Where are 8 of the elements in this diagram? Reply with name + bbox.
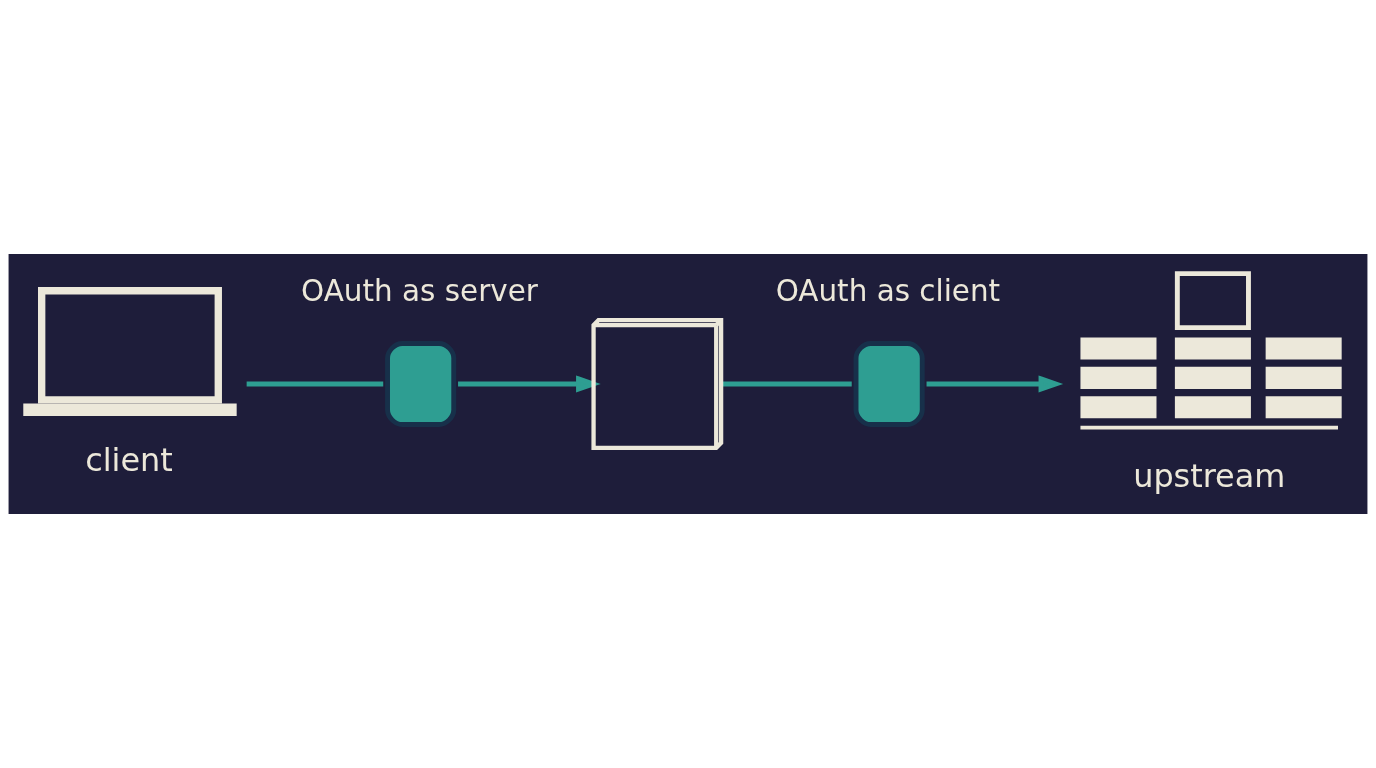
node-label: upstream bbox=[1133, 456, 1286, 495]
node-label: OAuth as client bbox=[775, 273, 1001, 308]
connector bbox=[721, 381, 852, 387]
node-label: client bbox=[85, 440, 173, 479]
connector bbox=[246, 381, 384, 387]
arrow bbox=[458, 375, 601, 393]
arrow bbox=[926, 375, 1064, 393]
node-label: OAuth as server bbox=[301, 273, 538, 308]
